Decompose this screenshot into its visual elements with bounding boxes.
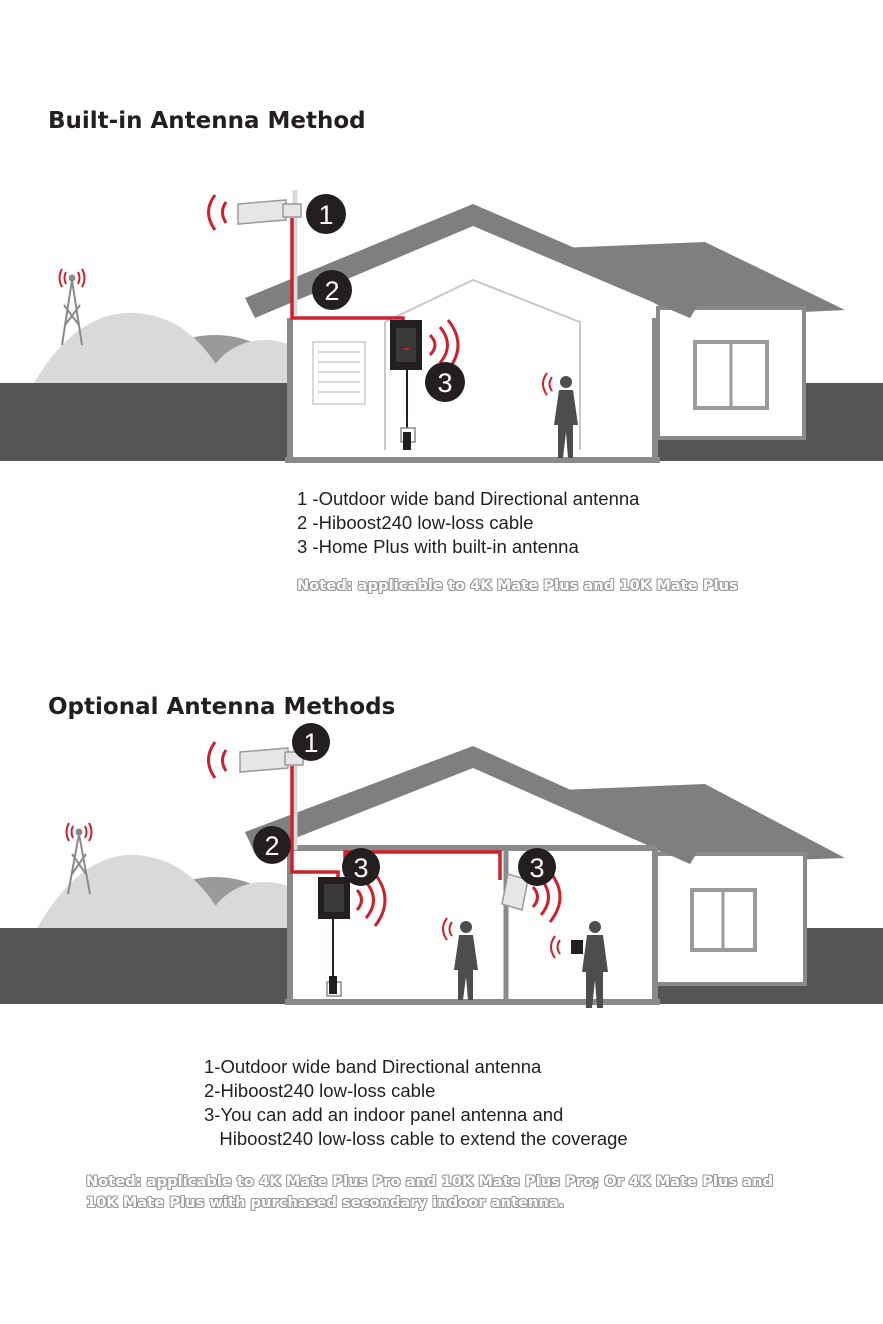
built-in-antenna-diagram: 1 2 3 [0, 190, 883, 463]
marker-1-label: 1 [303, 728, 318, 758]
person-phone-icon [554, 376, 578, 458]
marker-3: 3 [425, 362, 465, 402]
signal-waves-icon [355, 873, 387, 927]
house-main [245, 204, 700, 463]
marker-2: 2 [312, 270, 352, 310]
marker-1: 1 [306, 194, 346, 234]
directional-antenna-icon [237, 199, 302, 225]
marker-2: 2 [253, 826, 291, 864]
directional-antenna-icon [239, 747, 304, 773]
section1-note: Noted: applicable to 4K Mate Plus and 10… [297, 578, 738, 594]
marker-3-label: 3 [529, 853, 544, 883]
signal-waves-icon [207, 194, 228, 231]
marker-3-label: 3 [353, 853, 368, 883]
signal-waves-icon [207, 741, 228, 779]
section1-legend: 1 -Outdoor wide band Directional antenna… [297, 487, 639, 559]
booster-icon [390, 320, 422, 450]
marker-1: 1 [292, 723, 330, 761]
signal-waves-icon [442, 917, 453, 941]
marker-2-label: 2 [264, 831, 279, 861]
optional-antenna-diagram: 1 2 3 3 [0, 723, 883, 1008]
legend-item: 1-Outdoor wide band Directional antenna [204, 1056, 542, 1077]
signal-waves-icon [65, 822, 93, 842]
legend-item: 1 -Outdoor wide band Directional antenna [297, 488, 640, 509]
cell-tower-icon [67, 828, 91, 895]
marker-3-label: 3 [437, 368, 452, 398]
signal-waves-icon [550, 935, 561, 959]
signal-waves-icon [542, 372, 553, 396]
legend-item: 3-You can add an indoor panel antenna an… [204, 1104, 564, 1125]
section2-legend: 1-Outdoor wide band Directional antenna … [204, 1055, 628, 1151]
legend-item: Hiboost240 low-loss cable to extend the … [204, 1128, 628, 1149]
marker-2-label: 2 [324, 276, 339, 306]
section2-note: Noted: applicable to 4K Mate Plus Pro an… [86, 1174, 774, 1211]
marker-1-label: 1 [318, 200, 333, 230]
legend-item: 2-Hiboost240 low-loss cable [204, 1080, 436, 1101]
house-main [245, 746, 700, 1005]
cell-tower-icon [61, 274, 83, 346]
signal-waves-icon [58, 268, 86, 288]
house-right-wing [560, 242, 845, 440]
booster-icon [318, 877, 350, 997]
marker-3-booster: 3 [342, 848, 380, 886]
person-tablet-icon [571, 921, 608, 1008]
indoor-panel-antenna-icon [501, 873, 529, 911]
marker-3-panel: 3 [518, 848, 556, 886]
legend-item: 2 -Hiboost240 low-loss cable [297, 512, 534, 533]
section1-title: Built-in Antenna Method [48, 108, 366, 134]
house-right-wing [560, 784, 845, 986]
legend-item: 3 -Home Plus with built-in antenna [297, 536, 579, 557]
section2-title: Optional Antenna Methods [48, 694, 396, 720]
person-phone-icon [454, 921, 478, 1000]
